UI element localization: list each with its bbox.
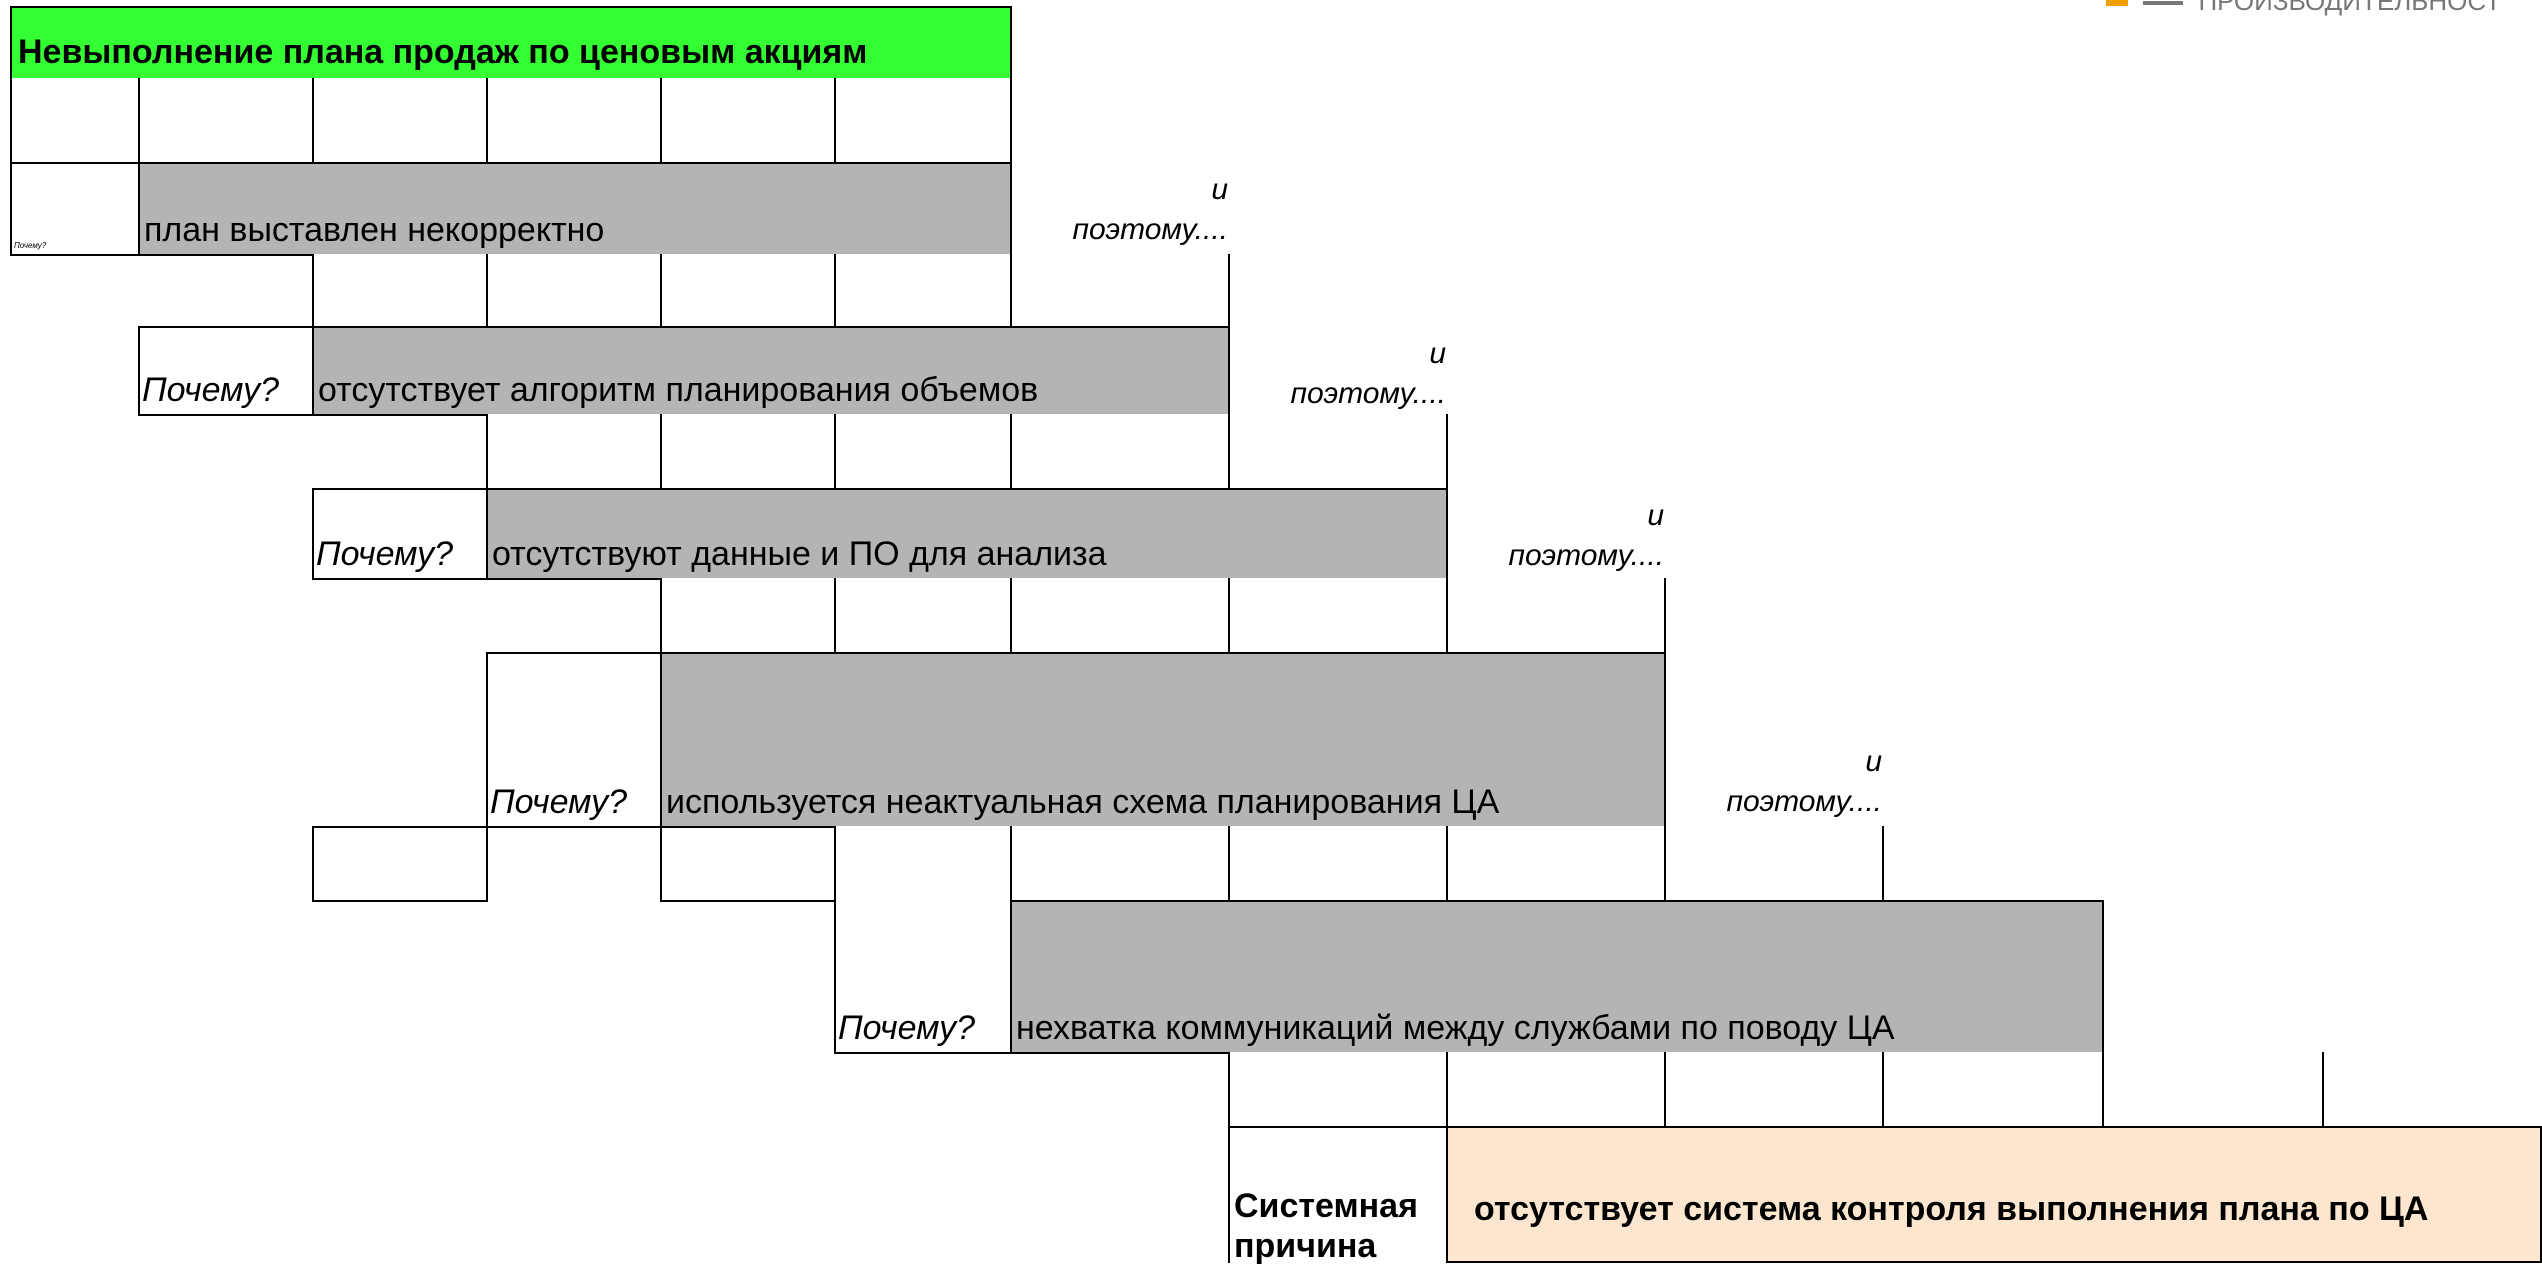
grid-cell	[660, 414, 836, 490]
problem-title: Невыполнение плана продаж по ценовым акц…	[10, 6, 1012, 80]
why-text-5: Почему?	[838, 1009, 975, 1047]
logo-bar-icon	[2143, 1, 2184, 6]
grid-cell	[1010, 826, 1230, 902]
why-text-4: Почему?	[490, 783, 627, 821]
root-cause-box: отсутствует система контроля выполнения …	[1446, 1126, 2542, 1263]
grid-cell	[1228, 414, 1448, 490]
cause-text-4: используется неактуальная схема планиров…	[666, 783, 1500, 821]
grid-cell	[834, 826, 1012, 902]
and-so-label-3: и поэтому....	[1456, 496, 1664, 576]
therefore-text-2: поэтому....	[1290, 377, 1446, 410]
why-text-2: Почему?	[142, 371, 279, 409]
why-label-3: Почему?	[312, 488, 488, 580]
and-text-2: и	[1429, 337, 1446, 370]
cause-box-3: отсутствуют данные и ПО для анализа	[486, 488, 1448, 580]
grid-cell	[486, 78, 662, 164]
rule-line	[312, 826, 488, 828]
cause-text-2: отсутствует алгоритм планирования объемо…	[318, 371, 1039, 409]
grid-cell	[1010, 578, 1230, 654]
grid-cell	[834, 254, 1012, 328]
grid-cell	[10, 78, 140, 164]
grid-cell	[660, 578, 836, 654]
grid-cell	[1010, 254, 1230, 328]
grid-cell	[834, 414, 1012, 490]
cause-text-1: план выставлен некорректно	[144, 211, 605, 249]
grid-cell	[1446, 1052, 1666, 1128]
grid-cell	[312, 826, 488, 902]
grid-cell	[834, 578, 1012, 654]
systemic-cause-text: Системная причина	[1234, 1187, 1418, 1265]
why-label-1: Почему?	[10, 162, 140, 256]
grid-cell	[1228, 1052, 1448, 1128]
and-text-4: и	[1865, 745, 1882, 778]
logo-text: ПРОИЗВОДИТЕЛЬНОСТ	[2198, 0, 2502, 16]
why-text-3: Почему?	[316, 535, 453, 573]
and-so-label-4: и поэтому....	[1674, 742, 1882, 822]
grid-cell	[486, 254, 662, 328]
and-so-label-2: и поэтому....	[1238, 334, 1446, 414]
grid-cell	[1882, 1052, 2104, 1128]
why-label-2: Почему?	[138, 326, 314, 416]
grid-cell	[312, 254, 488, 328]
grid-cell	[1228, 578, 1448, 654]
why-text-1: Почему?	[14, 241, 47, 250]
and-text-1: и	[1211, 173, 1228, 206]
cause-box-5: нехватка коммуникаций между службами по …	[1010, 900, 2104, 1054]
corner-logo: ПРОИЗВОДИТЕЛЬНОСТ	[2106, 0, 2501, 17]
grid-cell	[1228, 826, 1448, 902]
rule-line	[660, 826, 662, 902]
rule-line	[660, 900, 840, 902]
cause-box-1: план выставлен некорректно	[138, 162, 1012, 256]
grid-cell	[486, 414, 662, 490]
grid-cell	[1664, 1052, 1884, 1128]
grid-cell	[660, 254, 836, 328]
cause-text-5: нехватка коммуникаций между службами по …	[1016, 1009, 1895, 1047]
and-text-3: и	[1647, 499, 1664, 532]
cause-text-3: отсутствуют данные и ПО для анализа	[492, 535, 1107, 573]
therefore-text-4: поэтому....	[1726, 785, 1882, 818]
cause-box-4: используется неактуальная схема планиров…	[660, 652, 1666, 828]
why-label-4: Почему?	[486, 652, 662, 828]
systemic-cause-label: Системная причина	[1228, 1126, 1448, 1265]
problem-title-text: Невыполнение плана продаж по ценовым акц…	[18, 33, 868, 71]
cause-box-2: отсутствует алгоритм планирования объемо…	[312, 326, 1230, 416]
therefore-text-3: поэтому....	[1508, 539, 1664, 572]
grid-cell	[1446, 826, 1666, 902]
logo-mark-icon	[2106, 0, 2128, 7]
grid-cell	[1664, 826, 1884, 902]
therefore-text-1: поэтому....	[1072, 213, 1228, 246]
and-so-label-1: и поэтому....	[1020, 170, 1228, 250]
grid-cell	[834, 78, 1012, 164]
grid-cell	[1446, 578, 1666, 654]
grid-cell	[1010, 414, 1230, 490]
grid-cell	[138, 78, 314, 164]
grid-cell	[660, 78, 836, 164]
grid-cell	[2102, 1052, 2324, 1128]
why-label-5: Почему?	[834, 900, 1012, 1054]
root-cause-text: отсутствует система контроля выполнения …	[1474, 1190, 2429, 1228]
grid-cell	[312, 78, 488, 164]
